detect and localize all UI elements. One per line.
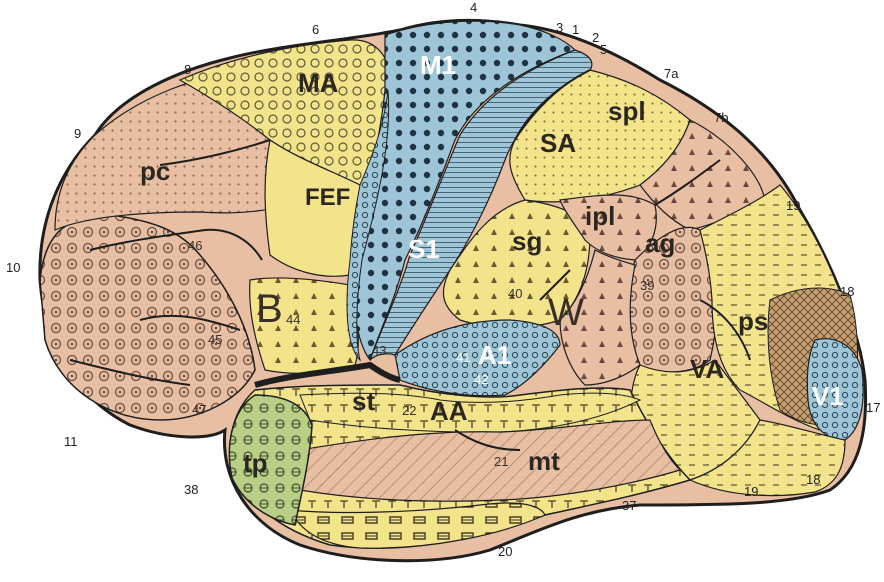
inner-46: 46	[188, 238, 202, 253]
num-17: 17	[866, 400, 880, 415]
num-18b: 18	[806, 472, 820, 487]
num-3: 3	[556, 20, 563, 35]
num-8: 8	[184, 62, 191, 77]
inner-41: 41	[456, 350, 470, 365]
num-19b: 19	[744, 484, 758, 499]
inner-40: 40	[508, 286, 522, 301]
label-FEF: FEF	[305, 184, 350, 211]
label-SA: SA	[540, 128, 576, 158]
num-6: 6	[312, 22, 319, 37]
label-W: W	[548, 292, 584, 334]
num-18a: 18	[840, 284, 854, 299]
num-20: 20	[498, 544, 512, 559]
label-VA: VA	[690, 354, 724, 384]
inner-42: 42	[474, 372, 488, 387]
label-AA: AA	[430, 396, 468, 426]
region-tp	[229, 395, 312, 525]
label-tp: tp	[243, 448, 268, 478]
num-9: 9	[74, 126, 81, 141]
inner-45: 45	[208, 332, 222, 347]
inner-43: 43	[372, 343, 386, 358]
num-19a: 19	[786, 198, 800, 213]
label-ag: ag	[645, 228, 675, 258]
num-10: 10	[6, 260, 20, 275]
num-37: 37	[622, 498, 636, 513]
label-M1: M1	[420, 50, 456, 80]
num-5: 5	[600, 42, 607, 57]
label-ipl: ipl	[585, 201, 615, 231]
inner-47: 47	[192, 402, 206, 417]
label-MA: MA	[298, 68, 339, 98]
label-A1: A1	[478, 340, 511, 370]
label-pc: pc	[140, 156, 170, 186]
num-4: 4	[470, 0, 477, 15]
inner-44: 44	[286, 312, 300, 327]
label-st: st	[352, 386, 375, 416]
num-11: 11	[64, 434, 78, 449]
num-7a: 7a	[664, 66, 679, 81]
num-38: 38	[184, 482, 198, 497]
label-S1: S1	[408, 234, 440, 264]
label-B: B	[256, 287, 283, 331]
num-2: 2	[592, 30, 599, 45]
label-V1: V1	[812, 381, 844, 411]
num-7b: 7b	[714, 110, 728, 125]
label-ps: ps	[738, 306, 768, 336]
num-1: 1	[572, 22, 579, 37]
inner-21: 21	[494, 454, 508, 469]
inner-39: 39	[640, 278, 654, 293]
inner-22: 22	[402, 403, 416, 418]
label-spl: spl	[608, 96, 646, 126]
label-sg: sg	[512, 226, 542, 256]
label-mt: mt	[528, 446, 560, 476]
